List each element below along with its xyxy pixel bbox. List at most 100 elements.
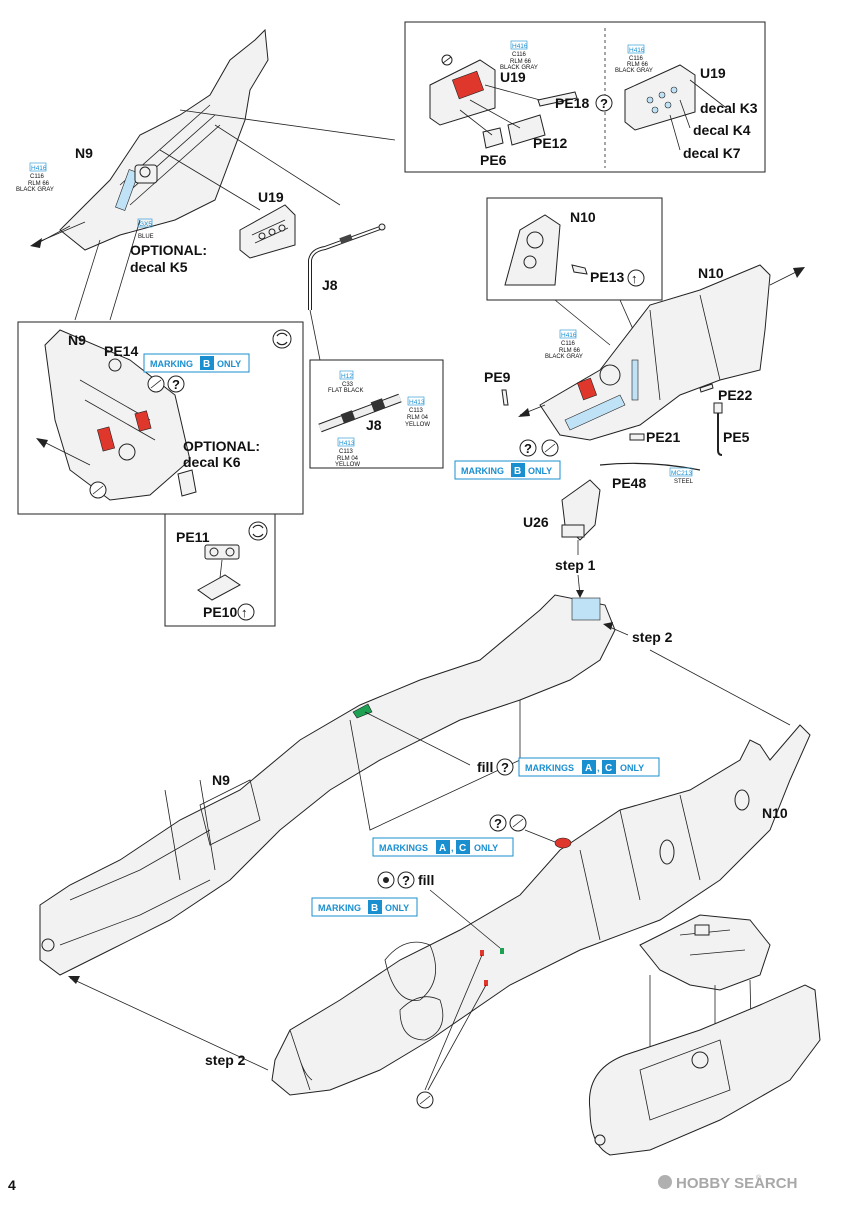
svg-text:ONLY: ONLY	[385, 903, 409, 913]
label-n9-inset: N9	[68, 332, 86, 348]
markings-ac-only-1: MARKINGS A , C ONLY	[518, 757, 660, 777]
svg-text:ONLY: ONLY	[528, 466, 552, 476]
brush-icon-fill-2	[377, 871, 395, 889]
optional-k5-line2: decal K5	[130, 259, 188, 275]
rotate-icon-n9-inset	[272, 329, 292, 349]
svg-text:FLAT BLACK: FLAT BLACK	[328, 388, 363, 394]
n9-inset-arrow-icon	[36, 438, 48, 448]
n10-arrow-icon	[793, 267, 805, 278]
paint-callout-inset-left: H416 C116 RLM 66 BLACK GRAY	[500, 40, 538, 71]
svg-text:YELLOW: YELLOW	[335, 462, 360, 468]
rotate-icon-pe-box	[248, 521, 268, 541]
n10-red-part	[576, 377, 598, 401]
cement-leader-2	[427, 984, 487, 1091]
cement-icon-n9-inset	[147, 375, 165, 393]
svg-text:MARKINGS: MARKINGS	[379, 843, 428, 853]
n10-inset-box	[486, 197, 663, 301]
label-decal-k4: decal K4	[693, 122, 751, 138]
svg-text:MARKING: MARKING	[150, 359, 193, 369]
cockpit-detail-assembly	[588, 914, 821, 1156]
label-pe18: PE18	[555, 95, 589, 111]
svg-text:H416: H416	[31, 165, 47, 172]
paint-callout-j8-black: H12 C33 FLAT BLACK	[328, 370, 363, 394]
flip-arrow-icon-pe10: ↑	[237, 603, 255, 621]
label-pe12: PE12	[533, 135, 567, 151]
u19-inset-box	[404, 21, 766, 173]
svg-text:BLACK GRAY: BLACK GRAY	[500, 65, 538, 71]
svg-text:B: B	[514, 466, 521, 477]
label-inset-u19-right: U19	[700, 65, 726, 81]
question-icon-fill-2: ?	[397, 871, 415, 889]
j8-inset-detail	[318, 393, 402, 433]
label-pe11: PE11	[176, 529, 210, 545]
n9-top-direction-line	[35, 221, 86, 244]
cement-icon-bottom	[416, 1091, 434, 1109]
flip-arrow-icon-pe13	[627, 269, 645, 287]
svg-text:GX5: GX5	[139, 221, 152, 228]
n10-left-arrow-icon	[518, 408, 530, 417]
label-n10-main: N10	[698, 265, 724, 281]
marking-b-only-n10: MARKING B ONLY	[454, 460, 561, 480]
pe13-part	[571, 264, 588, 275]
svg-text:H416: H416	[629, 47, 645, 54]
cement-icon-n10	[541, 439, 559, 457]
step2-right-arrow-icon	[603, 622, 613, 630]
label-decal-k7: decal K7	[683, 145, 741, 161]
svg-text:BLUE: BLUE	[138, 234, 154, 240]
svg-text:RLM 66: RLM 66	[28, 181, 50, 187]
svg-text:,: ,	[597, 763, 600, 773]
svg-text:RLM 04: RLM 04	[337, 456, 359, 462]
svg-text:ONLY: ONLY	[217, 359, 241, 369]
label-n10-bottom: N10	[762, 805, 788, 821]
fuselage-n9-half	[39, 594, 616, 976]
pe12-part	[507, 114, 546, 146]
label-pe5: PE5	[723, 429, 750, 445]
pe5-part	[717, 410, 723, 456]
svg-text:A: A	[439, 843, 446, 854]
svg-text:C116: C116	[561, 341, 576, 347]
svg-text:BLACK GRAY: BLACK GRAY	[16, 187, 54, 193]
label-pe21: PE21	[646, 429, 680, 445]
svg-text:BLACK GRAY: BLACK GRAY	[615, 68, 653, 74]
label-fill-2: fill	[418, 872, 434, 888]
svg-text:RLM 04: RLM 04	[407, 415, 429, 421]
label-step1: step 1	[555, 557, 596, 573]
leader-n9-box-right	[109, 219, 141, 321]
svg-text:C: C	[605, 763, 612, 774]
cement-icon-n10-red	[509, 814, 527, 832]
svg-text:?: ?	[402, 873, 410, 888]
svg-text:ONLY: ONLY	[620, 763, 644, 773]
svg-text:H416: H416	[561, 332, 577, 339]
svg-text:B: B	[203, 359, 210, 370]
svg-text:YELLOW: YELLOW	[405, 422, 430, 428]
leader-n9-box-left	[74, 239, 101, 321]
label-step2-bottom: step 2	[205, 1052, 246, 1068]
watermark: HOBBY SEARCH ®	[658, 1174, 797, 1192]
label-fill-1: fill	[477, 759, 493, 775]
u19-main-part	[239, 204, 296, 259]
label-n9-bottom: N9	[212, 772, 230, 788]
question-icon-fill-1: ?	[496, 758, 514, 776]
step2-right-leader	[649, 649, 791, 726]
paint-callout-gx5: GX5 BLUE	[137, 218, 154, 240]
n10-red-leader	[524, 829, 556, 843]
svg-text:RLM 66: RLM 66	[559, 348, 581, 354]
svg-text:H12: H12	[341, 373, 353, 380]
marking-b-only-bottom: MARKING B ONLY	[311, 897, 418, 917]
pe10-pe11-box	[164, 513, 276, 627]
label-n9-top: N9	[75, 145, 93, 161]
svg-text:↑: ↑	[241, 605, 248, 620]
label-inset-u19-left: U19	[500, 69, 526, 85]
svg-text:®: ®	[756, 1174, 762, 1182]
pe22-part	[699, 383, 714, 393]
marking-b-only-n9: MARKING B ONLY	[143, 353, 250, 373]
svg-text:RLM 66: RLM 66	[510, 59, 532, 65]
svg-text:H416: H416	[512, 43, 528, 50]
label-pe9: PE9	[484, 369, 511, 385]
paint-callout-top-left: H416 C116 RLM 66 BLACK GRAY	[16, 162, 54, 193]
question-icon-pe18	[595, 94, 613, 112]
n10-inset-detail	[504, 214, 588, 286]
svg-text:C: C	[459, 843, 466, 854]
